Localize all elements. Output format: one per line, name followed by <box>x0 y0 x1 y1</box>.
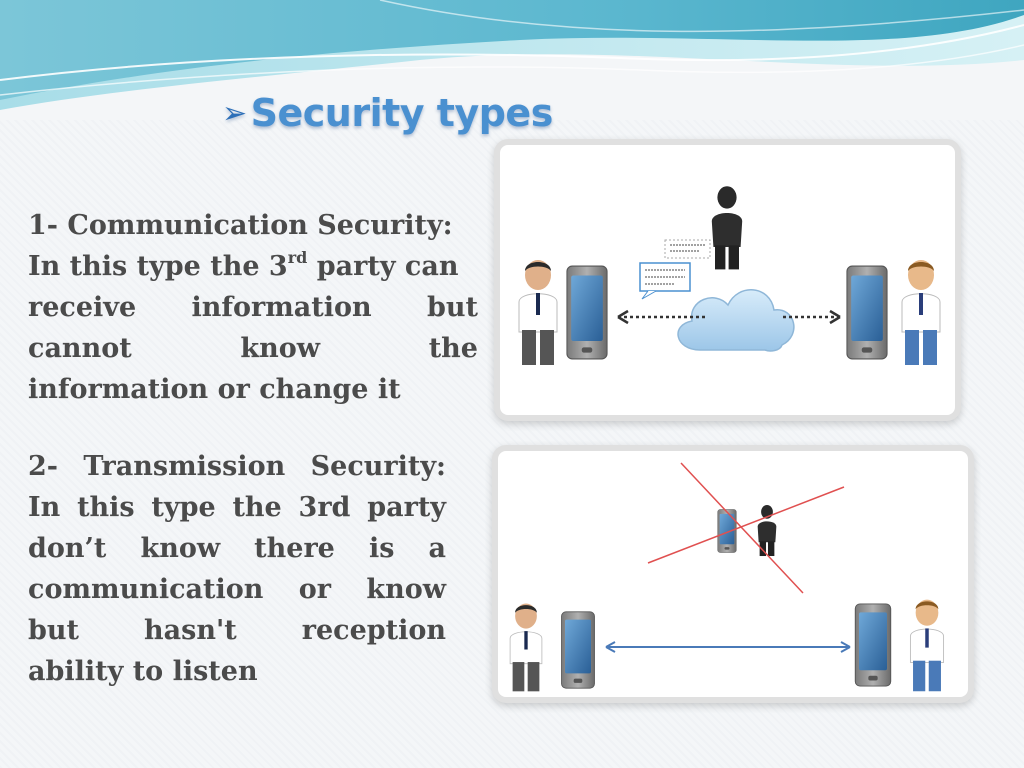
transmission-security-illustration <box>498 451 968 697</box>
solid-double-arrow-icon <box>605 641 851 653</box>
block1-line2: In this type the 3rd party can <box>28 246 478 287</box>
block2-line2: In this type the 3rd party <box>28 492 446 523</box>
block1-line3: receive information but <box>28 292 478 323</box>
block1-line5: information or change it <box>28 374 401 405</box>
title-text: Security types <box>250 91 554 135</box>
person-left-icon <box>509 603 543 692</box>
block2-line5: but hasn't reception <box>28 615 446 646</box>
block2-line6: ability to listen <box>28 656 258 687</box>
speech-bubbles-icon <box>639 239 711 300</box>
slide-title: ➢ Security types <box>222 88 553 138</box>
phone-left-icon <box>561 611 595 689</box>
block1-line2-post: party can <box>307 251 459 282</box>
block1-heading: 1- Communication Security: <box>28 210 453 241</box>
communication-security-illustration <box>500 145 955 415</box>
person-right-icon <box>901 259 941 366</box>
phone-left-icon <box>566 265 608 360</box>
cloud-icon <box>677 289 795 352</box>
block2-line4: communication or know <box>28 574 446 605</box>
person-left-icon <box>518 259 558 366</box>
communication-security-text: 1- Communication Security: In this type … <box>28 205 478 410</box>
block1-line2-sup: rd <box>287 248 308 267</box>
arrowhead-bullet-icon: ➢ <box>222 95 247 131</box>
header-wave-decoration <box>0 0 1024 120</box>
dotted-double-arrow-icon <box>617 309 841 325</box>
block1-line2-pre: In this type the 3 <box>28 251 288 282</box>
eavesdropper-person-icon <box>711 186 743 270</box>
block1-line4: cannot know the <box>28 333 478 364</box>
block2-line3: don’t know there is a <box>28 533 446 564</box>
crossed-out-eavesdropper-icon <box>647 462 845 594</box>
person-right-icon <box>909 599 945 692</box>
block2-heading: 2- Transmission Security: <box>28 451 446 482</box>
phone-right-icon <box>854 603 892 687</box>
phone-right-icon <box>846 265 888 360</box>
transmission-security-text: 2- Transmission Security: In this type t… <box>28 446 446 692</box>
